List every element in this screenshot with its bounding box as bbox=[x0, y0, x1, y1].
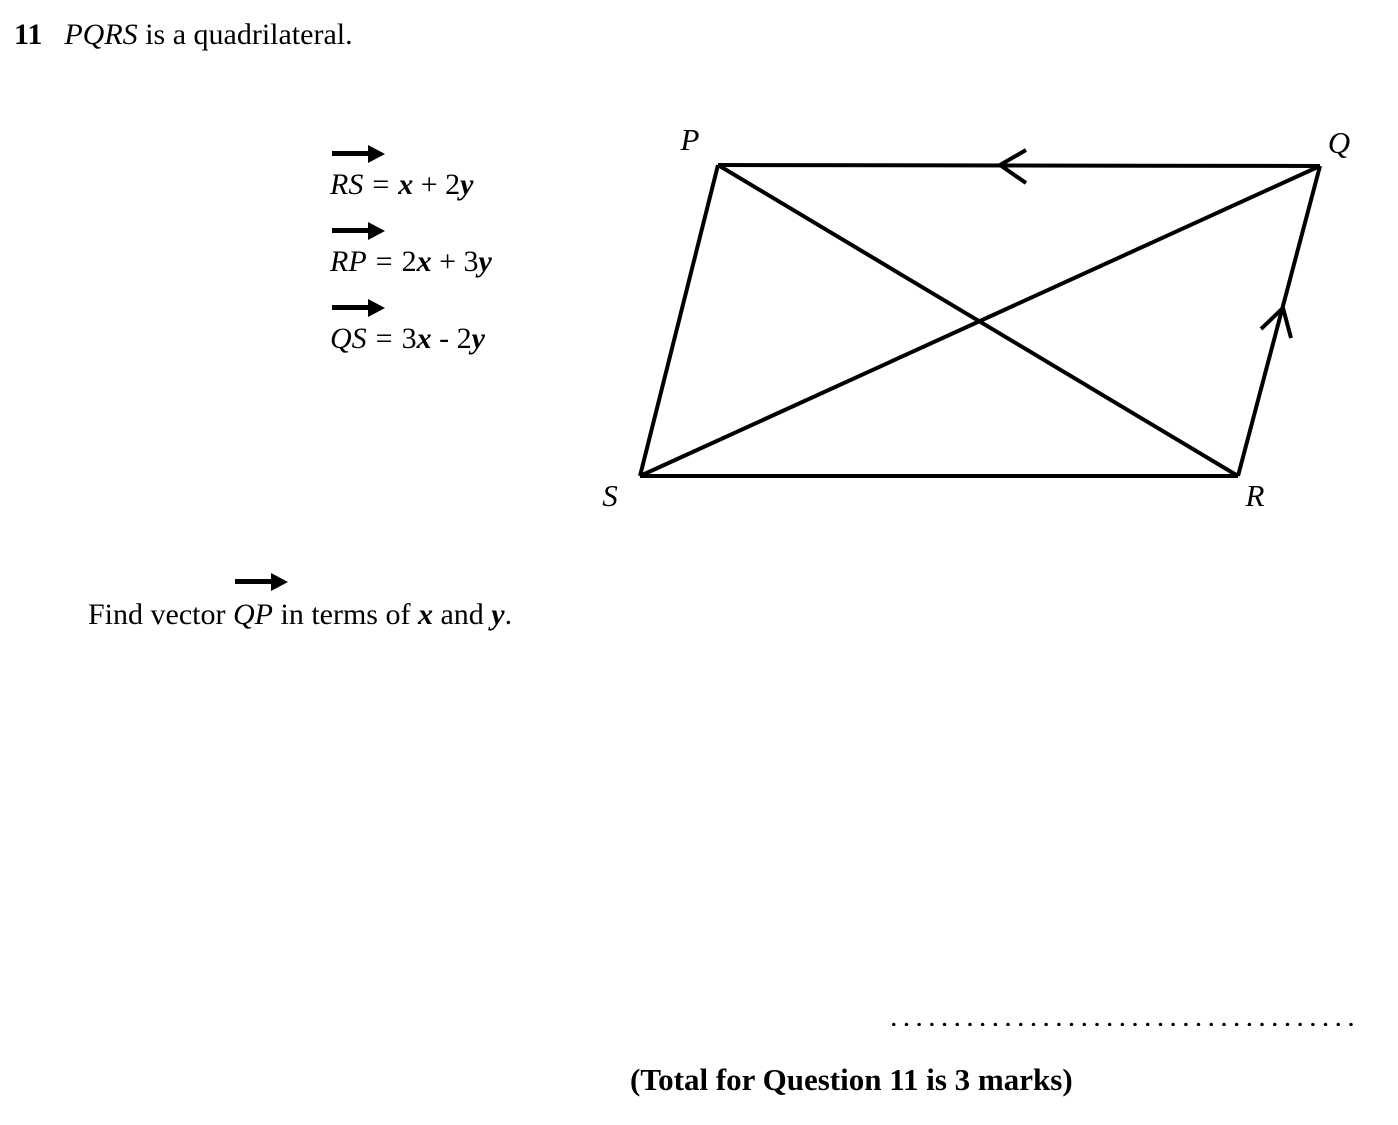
rp-rhs-part-x: x bbox=[416, 245, 432, 278]
rp-rhs-part-2: 2 bbox=[401, 245, 417, 278]
vector-rs: RS bbox=[330, 145, 385, 201]
qs-rhs-part-minus2: - 2 bbox=[431, 322, 472, 355]
quadrilateral-diagram: P Q R S bbox=[560, 105, 1380, 525]
vector-rp-letters: RP bbox=[330, 245, 367, 278]
instruction-prefix: Find vector bbox=[88, 598, 233, 631]
edge-pq bbox=[717, 163, 1321, 168]
equation-rp-rhs: 2x + 3y bbox=[402, 245, 492, 278]
vector-qs-letters: QS bbox=[330, 322, 367, 355]
qs-rhs-part-y: y bbox=[471, 322, 485, 355]
right-arrow-overbar-icon bbox=[332, 145, 385, 163]
equation-rp: RP =2x + 3y bbox=[330, 222, 492, 322]
quadrilateral-outline bbox=[638, 163, 1322, 478]
equation-rs: RS =x + 2y bbox=[330, 145, 492, 245]
diagonal-sq bbox=[639, 164, 1321, 478]
vector-rp: RP bbox=[330, 222, 385, 278]
vector-rs-letters: RS bbox=[330, 168, 364, 201]
equals-sign-rp: = bbox=[375, 245, 393, 278]
question-stem-italic: PQRS bbox=[64, 18, 138, 51]
instruction-line: Find vector QP in terms of x and y. bbox=[88, 573, 513, 632]
rp-rhs-part-plus3: + 3 bbox=[431, 245, 479, 278]
vector-qp-letters: QP bbox=[232, 598, 273, 631]
vertex-label-q: Q bbox=[1328, 125, 1350, 160]
chevron-left-icon bbox=[998, 148, 1028, 185]
question-stem-rest: is a quadrilateral. bbox=[137, 18, 353, 51]
vector-qp: QP bbox=[232, 573, 288, 632]
edge-sp bbox=[638, 164, 720, 477]
instruction-var-x: x bbox=[417, 598, 433, 631]
chevron-up-icon bbox=[1259, 306, 1293, 339]
vertex-label-p: P bbox=[680, 122, 700, 157]
instruction-conjunction: and bbox=[432, 598, 492, 631]
qs-rhs-part-x: x bbox=[416, 322, 432, 355]
rs-rhs-part-y: y bbox=[460, 168, 474, 201]
question-header: 11 PQRS is a quadrilateral. bbox=[14, 18, 353, 52]
given-equations-block: RS =x + 2y RP =2x + 3y QS =3x - 2y bbox=[330, 145, 492, 399]
vertex-label-r: R bbox=[1245, 478, 1265, 513]
edge-qr bbox=[1236, 165, 1322, 477]
answer-dotted-line[interactable]: ........................................… bbox=[890, 1000, 1358, 1026]
equation-qs: QS =3x - 2y bbox=[330, 299, 492, 399]
instruction-var-y: y bbox=[491, 598, 505, 631]
question-stem: PQRS is a quadrilateral. bbox=[64, 18, 352, 52]
equation-rs-rhs: x + 2y bbox=[398, 168, 473, 201]
qs-rhs-part-3: 3 bbox=[401, 322, 417, 355]
diagonals bbox=[639, 163, 1321, 478]
instruction-middle: in terms of bbox=[272, 598, 418, 631]
equals-sign-rs: = bbox=[372, 168, 390, 201]
rs-rhs-part-x: x bbox=[398, 168, 414, 201]
question-total-marks: (Total for Question 11 is 3 marks) bbox=[630, 1062, 1073, 1097]
equals-sign-qs: = bbox=[375, 322, 393, 355]
rp-rhs-part-y: y bbox=[478, 245, 492, 278]
vector-qs: QS bbox=[330, 299, 385, 355]
vertex-label-s: S bbox=[602, 478, 618, 513]
right-arrow-overbar-icon bbox=[234, 573, 288, 591]
rs-rhs-part-plus2: + 2 bbox=[413, 168, 461, 201]
instruction-suffix: . bbox=[504, 598, 513, 631]
question-number: 11 bbox=[14, 18, 43, 51]
equation-qs-rhs: 3x - 2y bbox=[402, 322, 485, 355]
